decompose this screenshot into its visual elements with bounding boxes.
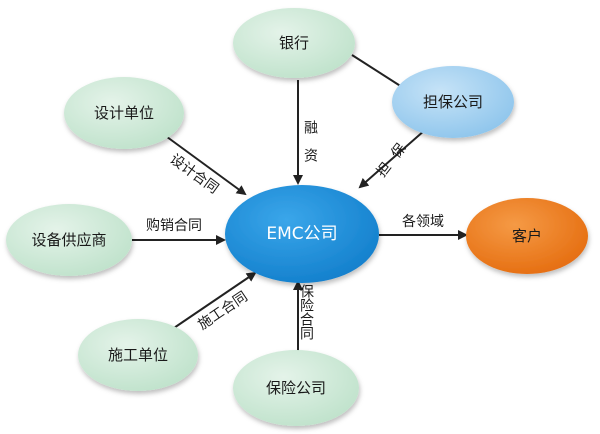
node-customer-shape: [466, 198, 588, 274]
node-insurance-company: 保险公司: [233, 350, 359, 426]
node-emc-company-label: EMC公司: [266, 224, 337, 244]
node-design-unit-shape: [64, 77, 184, 149]
node-design-unit: 设计单位: [64, 77, 184, 149]
edge-label-insurance-contract: 保险合同: [298, 284, 314, 341]
edge-label-various-fields: 各领域: [402, 214, 444, 230]
node-construction-unit: 施工单位: [78, 319, 198, 391]
edge-label-design-contract: 设计合同: [167, 151, 222, 197]
node-guarantee-company-label: 担保公司: [423, 93, 483, 111]
edge-label-guarantee: 担保: [374, 133, 416, 181]
node-guarantee-company: 担保公司: [392, 66, 514, 138]
node-insurance-company-label: 保险公司: [266, 379, 326, 397]
node-bank-label: 银行: [279, 34, 309, 52]
arrow-guarantee-to-emc: [358, 129, 426, 189]
arrow-construction-to-emc: [167, 271, 257, 333]
node-insurance-company-shape: [233, 350, 359, 426]
node-design-unit-label: 设计单位: [94, 104, 154, 122]
node-customer-label: 客户: [512, 227, 542, 245]
edge-label-financing: 融资: [302, 120, 318, 176]
node-guarantee-company-shape: [392, 66, 514, 138]
node-equipment-supplier-shape: [6, 204, 132, 276]
node-construction-unit-label: 施工单位: [108, 346, 168, 364]
arrow-design-to-emc: [162, 133, 247, 196]
node-emc-company: EMC公司: [225, 185, 379, 283]
node-bank: 银行: [233, 8, 355, 78]
line-bank-to-guarantee: [351, 54, 403, 88]
node-construction-unit-shape: [78, 319, 198, 391]
edge-label-purchase-contract: 购销合同: [146, 218, 202, 234]
connectors: [132, 54, 468, 352]
node-bank-shape: [233, 8, 355, 78]
node-customer: 客户: [466, 198, 588, 274]
node-equipment-supplier-label: 设备供应商: [31, 231, 106, 249]
node-emc-company-shape: [225, 185, 379, 283]
node-equipment-supplier: 设备供应商: [6, 204, 132, 276]
